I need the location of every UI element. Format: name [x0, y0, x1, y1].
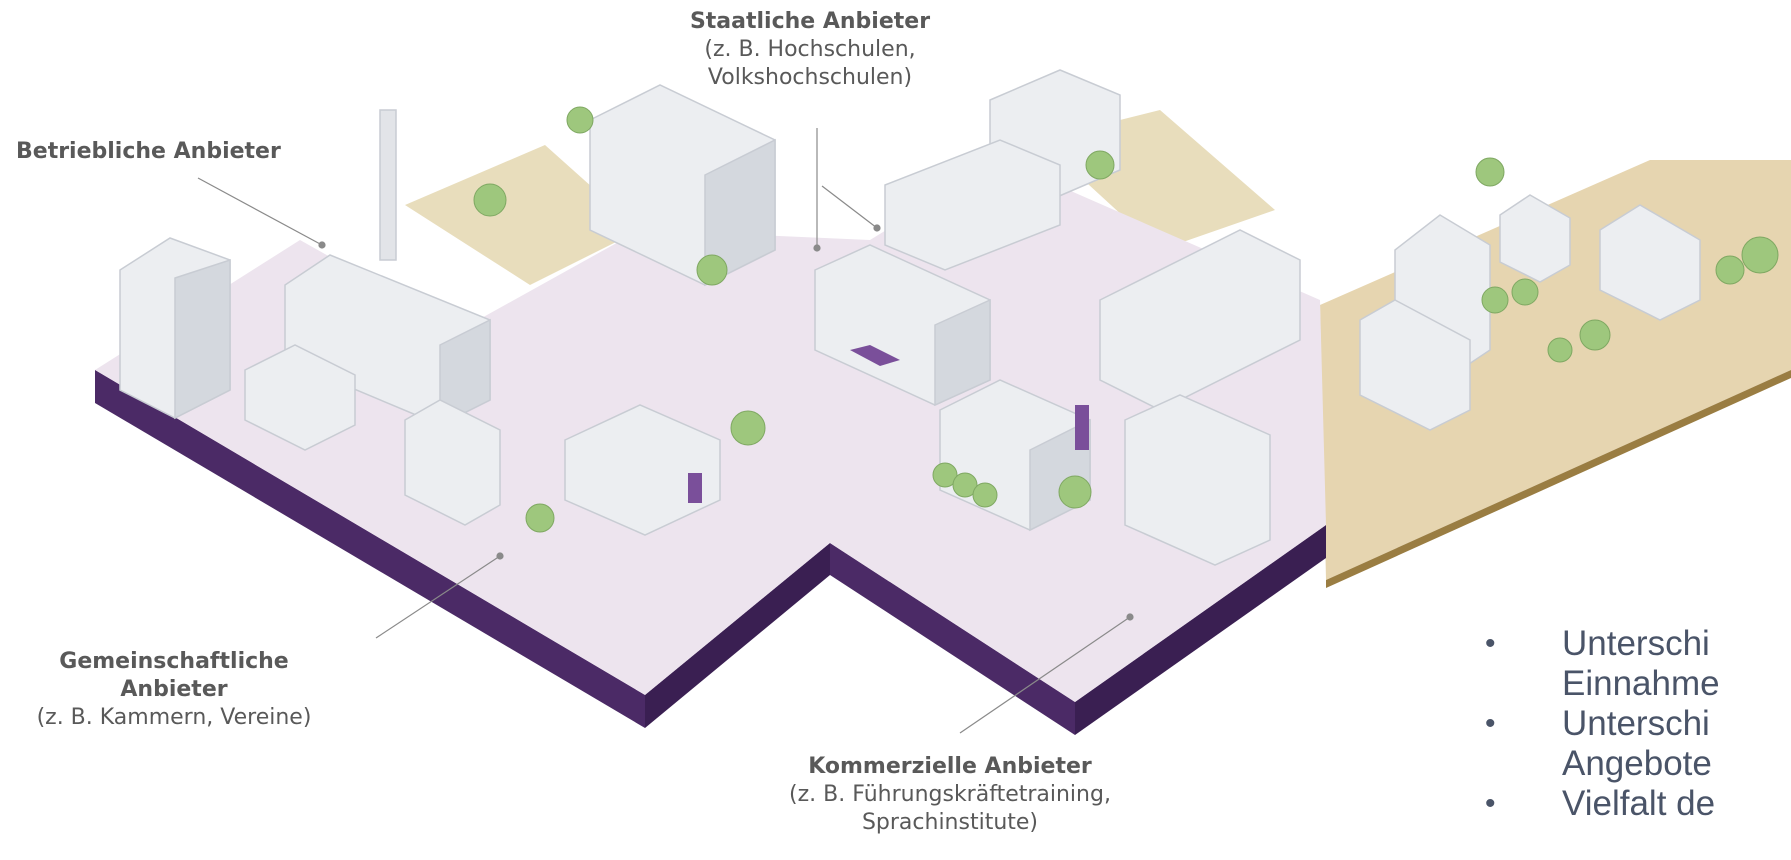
label-staatliche-sub1: (z. B. Hochschulen,	[704, 37, 916, 62]
label-gemeinschaftliche-title: Gemeinschaftliche Anbieter	[59, 649, 289, 702]
bullet-line: Angebote	[1562, 744, 1712, 783]
bullet-line: Unterschi	[1562, 704, 1710, 743]
leader-lines	[197, 128, 1134, 734]
platform-side-left-face	[95, 370, 645, 728]
label-kommerzielle-sub1: (z. B. Führungskräftetraining,	[789, 782, 1111, 807]
label-staatliche-sub2: Volkshochschulen)	[707, 65, 913, 90]
label-gemeinschaftliche-sub1: (z. B. Kammern, Vereine)	[36, 705, 312, 730]
trees	[473, 106, 1779, 533]
bullet-line: Unterschi	[1562, 624, 1710, 663]
bullet-line: Vielfalt de	[1562, 784, 1716, 823]
sand-edge	[1326, 370, 1791, 588]
label-betriebliche-title: Betriebliche Anbieter	[16, 139, 281, 164]
label-kommerzielle-anbieter: Kommerzielle Anbieter (z. B. Führungskrä…	[770, 753, 1130, 837]
platform-side-end	[1075, 525, 1326, 735]
bullet-item: Vielfalt de	[1485, 784, 1791, 824]
label-staatliche-anbieter: Staatliche Anbieter (z. B. Hochschulen, …	[660, 8, 960, 92]
label-betriebliche-anbieter: Betriebliche Anbieter	[16, 138, 316, 166]
platform-top	[95, 160, 1326, 702]
label-kommerzielle-sub2: Sprachinstitute)	[861, 810, 1039, 835]
platform-side-middle	[645, 543, 830, 728]
purple-accents	[688, 345, 1089, 503]
label-gemeinschaftliche-anbieter: Gemeinschaftliche Anbieter (z. B. Kammer…	[4, 648, 344, 732]
label-kommerzielle-title: Kommerzielle Anbieter	[808, 754, 1092, 779]
label-staatliche-title: Staatliche Anbieter	[689, 9, 931, 34]
bullet-line: Einnahme	[1562, 664, 1720, 703]
platform-side-right	[830, 543, 1075, 735]
garden-patch-left	[405, 145, 640, 285]
